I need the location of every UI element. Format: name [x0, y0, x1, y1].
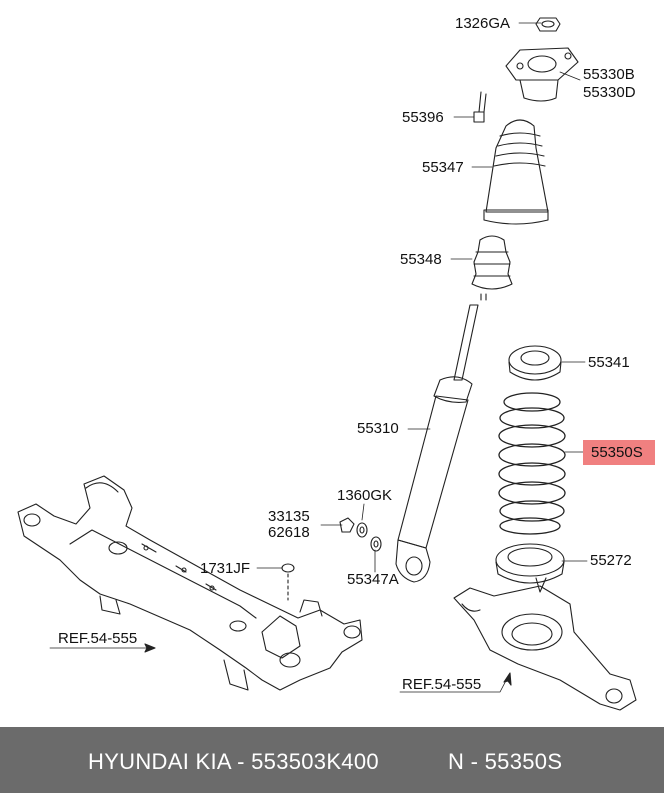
label-33135: 33135 — [268, 508, 310, 525]
label-55310: 55310 — [357, 420, 399, 437]
bushing-washers-shape — [339, 517, 382, 552]
leader-lines — [49, 22, 588, 693]
label-55330d: 55330D — [583, 84, 636, 101]
upper-spring-pad-shape — [508, 345, 562, 381]
bump-stop-shape — [471, 235, 513, 301]
footer-part-number: N - 55350S — [448, 749, 563, 774]
label-55350s: 55350S — [591, 444, 643, 461]
label-1731jf: 1731JF — [200, 560, 251, 577]
label-55396: 55396 — [402, 109, 444, 126]
rear-subframe-shape — [17, 475, 363, 691]
lower-spring-pad-shape — [495, 543, 565, 593]
shock-absorber-shape — [395, 304, 479, 583]
label-55330b: 55330B — [583, 66, 635, 83]
label-55341: 55341 — [588, 354, 630, 371]
dust-cover-shape — [483, 119, 549, 225]
label-55347a: 55347A — [347, 571, 399, 588]
footer-brand-number: HYUNDAI KIA - 553503K400 — [88, 749, 379, 774]
bolt-55396-shape — [473, 91, 487, 123]
label-55347: 55347 — [422, 159, 464, 176]
label-1360gk: 1360GK — [337, 487, 393, 504]
lower-control-arm-shape — [453, 585, 637, 711]
label-55348: 55348 — [400, 251, 442, 268]
plug-1731jf-shape — [281, 563, 295, 601]
label-55272: 55272 — [590, 552, 632, 569]
coil-spring-shape — [498, 392, 566, 535]
reference-arrows — [144, 643, 512, 686]
suspension-exploded-drawing — [17, 17, 637, 711]
label-1326ga: 1326GA — [455, 15, 511, 32]
label-62618: 62618 — [268, 524, 310, 541]
label-ref-right: REF.54-555 — [402, 676, 482, 693]
nut-1326ga-shape — [535, 17, 561, 32]
footer-bar: HYUNDAI KIA - 553503K400 N - 55350S — [0, 727, 664, 793]
label-ref-left: REF.54-555 — [58, 630, 138, 647]
strut-mount-shape — [505, 47, 579, 102]
highlight-55350s: 55350S — [583, 440, 655, 465]
